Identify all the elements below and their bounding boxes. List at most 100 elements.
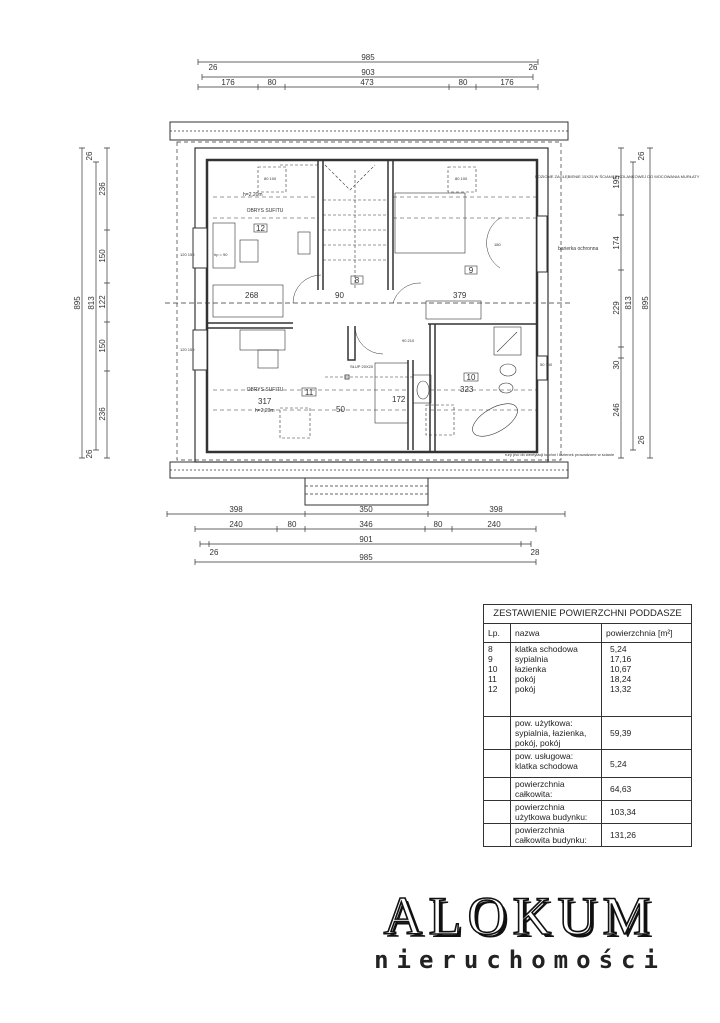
window-size: 120 150: [180, 252, 195, 257]
header-area: powierzchnia [m²]: [601, 623, 692, 643]
total-label: pow. usługowa: klatka schodowa: [510, 749, 602, 778]
dim-text: 176: [221, 78, 235, 87]
lp: 12: [488, 684, 498, 694]
total-label: powierzchnia całkowita budynku:: [510, 823, 602, 847]
dim-text: 90: [335, 291, 344, 300]
dim-text: 268: [245, 291, 259, 300]
top-dimensions: 985 903 26 26 176 80 473 80 176: [197, 53, 539, 90]
room-name: klatka schodowa: [515, 644, 578, 654]
dim-text: 813: [87, 296, 96, 310]
room-note: OBRYS SUFITU: [247, 208, 284, 214]
window: [192, 227, 208, 269]
room-number: 12: [256, 224, 265, 233]
room-area: 17,16: [610, 654, 632, 664]
furniture: [212, 164, 537, 439]
floor-plan: 985 903 26 26 176 80 473 80 176: [73, 53, 700, 565]
dim-text: 350: [359, 505, 373, 514]
total-label: pow. użytkowa: sypialnia, łazienka, pokó…: [510, 716, 602, 750]
dim-text: 150: [98, 339, 107, 353]
room-name: sypialnia: [515, 654, 549, 664]
lp-cell: 8 9 10 11 12: [483, 642, 511, 717]
room-number: 9: [469, 266, 474, 275]
table-row: 8 9 10 11 12 klatka schodowa sypialnia ł…: [483, 642, 692, 717]
dim-text: 80: [288, 520, 297, 529]
skylight-size: 80 100: [455, 176, 468, 181]
dim-text: 28: [531, 548, 540, 557]
header-name: nazwa: [510, 623, 602, 643]
name-cell: klatka schodowa sypialnia łazienka pokój…: [510, 642, 602, 717]
dim-text: 176: [500, 78, 514, 87]
window: [536, 355, 548, 381]
dim-text: 26: [210, 548, 219, 557]
total-label: powierzchnia użytkowa budynku:: [510, 800, 602, 824]
dim-text: 150: [98, 249, 107, 263]
dim-text: 398: [229, 505, 243, 514]
room-note: OBRYS SUFITU: [247, 387, 284, 393]
area-summary-table: ZESTAWIENIE POWIERZCHNI PODDASZE Lp. naz…: [483, 604, 692, 847]
vent-note: rury pvc do wentylacji kuchni i łazienek…: [505, 452, 615, 457]
dim-text: 26: [85, 449, 94, 458]
dim-text: 236: [98, 407, 107, 421]
area-cell: 5,24 17,16 10,67 18,24 13,32: [601, 642, 692, 717]
dim-text: 26: [637, 151, 646, 160]
right-dimensions: 195 174 229 30 246 813 895 26 26: [612, 147, 653, 459]
dim-text: 323: [460, 385, 474, 394]
balcony-door: [536, 215, 548, 273]
dim-text: 26: [209, 63, 218, 72]
dim-text: 985: [359, 553, 373, 562]
total-row: powierzchnia użytkowa budynku:103,34: [483, 800, 692, 824]
room-height: h=2,20m: [255, 408, 275, 414]
window: [192, 329, 208, 371]
roof-tiles: [169, 121, 569, 506]
lp: 11: [488, 674, 497, 684]
lp: 10: [488, 664, 498, 674]
door-size: 180: [494, 242, 501, 247]
window-note: hp = 90: [214, 252, 228, 257]
dim-text: 30: [612, 360, 621, 369]
room-number: 11: [305, 388, 314, 397]
dim-text: 346: [359, 520, 373, 529]
column-note: SŁUP 20X20: [350, 364, 374, 369]
dim-text: 903: [361, 68, 375, 77]
total-value: 5,24: [601, 749, 692, 778]
room-number: 8: [355, 276, 360, 285]
total-row: powierzchnia całkowita:64,63: [483, 777, 692, 801]
dim-text: 985: [361, 53, 375, 62]
dim-text: 80: [434, 520, 443, 529]
window-size: 120 150: [180, 347, 195, 352]
skylight-size: 80 100: [264, 176, 277, 181]
dim-text: 895: [73, 296, 82, 310]
table-title: ZESTAWIENIE POWIERZCHNI PODDASZE: [483, 604, 692, 624]
room-number: 10: [467, 373, 476, 382]
room-area: 18,24: [610, 674, 632, 684]
dim-text: 379: [453, 291, 467, 300]
logo-tagline: nieruchomości: [374, 946, 666, 974]
dim-text: 122: [98, 295, 107, 309]
room-area: 13,32: [610, 684, 632, 694]
dim-text: 236: [98, 182, 107, 196]
total-value: 131,26: [601, 823, 692, 847]
room-area: 10,67: [610, 664, 632, 674]
eaves-outline: [176, 141, 562, 461]
dim-text: 229: [612, 301, 621, 315]
dim-text: 174: [612, 236, 621, 250]
room-name: łazienka: [515, 664, 547, 674]
logo-name: ALOKUM: [383, 886, 657, 946]
room-name: pokój: [515, 674, 536, 684]
left-dimensions: 895 813 26 26 236 150 122 150 236: [73, 147, 110, 458]
dim-text: 80: [459, 78, 468, 87]
room-height: h=2,20m: [243, 192, 263, 198]
dim-text: 317: [258, 397, 272, 406]
dim-text: 195: [612, 175, 621, 189]
dim-text: 26: [529, 63, 538, 72]
total-value: 103,34: [601, 800, 692, 824]
dim-text: 80: [268, 78, 277, 87]
dim-text: 26: [85, 151, 94, 160]
dim-text: 26: [637, 435, 646, 444]
lp: 8: [488, 644, 493, 654]
dim-text: 895: [641, 296, 650, 310]
lp: 9: [488, 654, 493, 664]
railing-note: barierka ochronna: [558, 246, 599, 252]
room-area: 5,24: [610, 644, 627, 654]
